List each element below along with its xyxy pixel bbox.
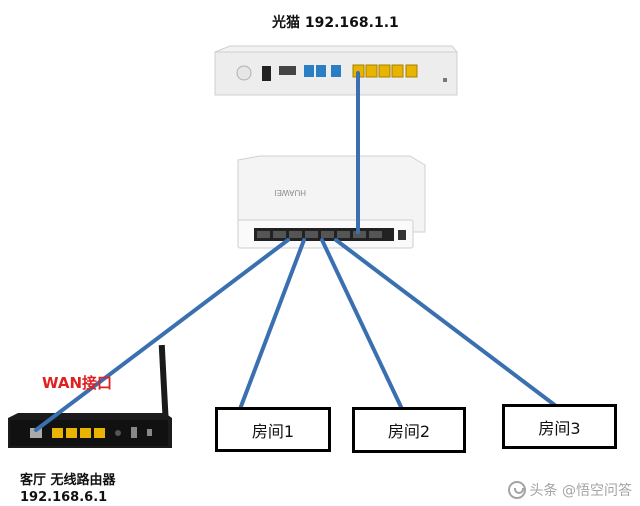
modem-label: 光猫 192.168.1.1 [272, 15, 399, 31]
switch-room3-cable [334, 238, 558, 408]
wireless-router [8, 344, 172, 448]
watermark: 头条 @悟空问答 [507, 480, 632, 500]
cables [34, 71, 558, 432]
room-3-box: 房间3 [502, 404, 617, 449]
room-2-box: 房间2 [352, 407, 466, 453]
wan-port-label: WAN接口 [42, 374, 113, 392]
switch-brand-text: HUAWEI [274, 188, 306, 197]
router-label-ip: 192.168.6.1 [20, 490, 108, 505]
switch-router-cable [34, 238, 290, 432]
optical-modem [214, 45, 458, 96]
watermark-text: 头条 @悟空问答 [529, 483, 632, 499]
switch-room2-cable [320, 238, 404, 411]
room-2-label: 房间2 [387, 422, 431, 441]
switch-room1-cable [238, 238, 306, 411]
huawei-switch [237, 155, 426, 249]
room-1-label: 房间1 [251, 421, 295, 441]
room-1-box: 房间1 [215, 407, 331, 452]
router-label-name: 客厅 无线路由器 [20, 473, 116, 488]
room-3-label: 房间3 [538, 418, 581, 438]
wukong-logo-icon [507, 481, 526, 499]
router-label: 客厅 无线路由器 192.168.6.1 [20, 472, 116, 506]
